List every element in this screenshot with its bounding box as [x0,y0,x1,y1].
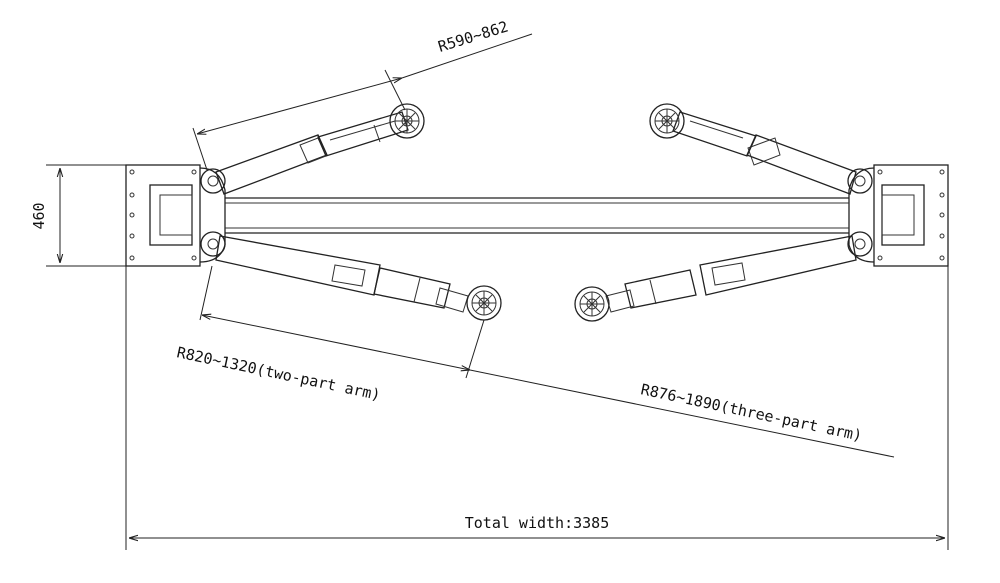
right-upper-lift-pad [649,103,685,139]
right-upper-arm [649,103,857,195]
left-lower-lift-pad [466,285,502,321]
two-part-arm-label: R820~1320(two-part arm) [175,343,382,404]
three-part-arm-label: R876~1890(three-part arm) [639,380,864,445]
total-width-label: Total width:3385 [465,514,610,532]
left-lower-arm [215,235,502,321]
arm-reach-dimensions: R820~1320(two-part arm) R876~1890(three-… [175,265,895,458]
height-dimension: 460 [30,164,126,267]
right-lower-arm [574,235,857,322]
cross-beam [225,197,849,234]
short-arm-radius-dimension: R590~862 [192,17,533,171]
left-upper-arm [215,103,425,195]
short-arm-radius-label: R590~862 [436,17,510,55]
total-width-dimension: Total width:3385 [125,266,949,550]
right-column-base [847,164,949,267]
right-lower-lift-pad [574,286,610,322]
left-column-base [125,164,226,267]
height-label: 460 [30,202,48,229]
left-upper-lift-pad [389,103,425,139]
